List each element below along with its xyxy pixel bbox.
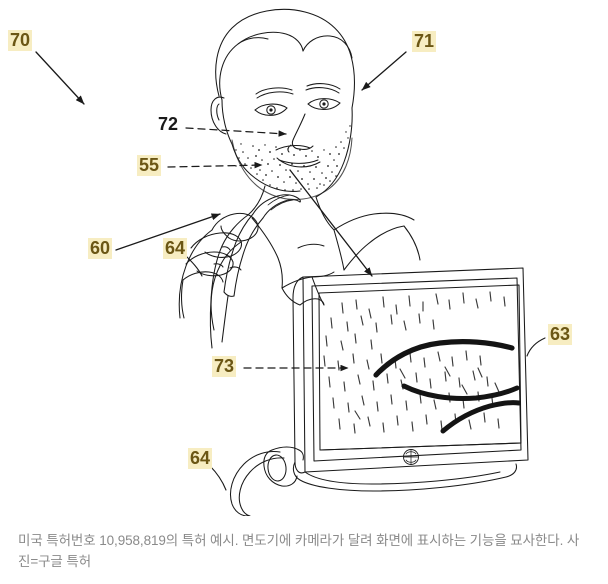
ref-label-73: 73 bbox=[212, 356, 237, 377]
cable-upper bbox=[221, 295, 229, 343]
ref-label-64-upper: 64 bbox=[163, 238, 188, 259]
leader-60 bbox=[115, 213, 221, 251]
leader-64-lower bbox=[209, 465, 227, 491]
hand-and-arm bbox=[178, 212, 259, 331]
razor-device bbox=[223, 194, 301, 297]
neck-and-shirt bbox=[209, 185, 421, 349]
ref-label-71: 71 bbox=[412, 31, 437, 52]
figure-caption: 미국 특허번호 10,958,819의 특허 예시. 면도기에 카메라가 달려 … bbox=[0, 516, 608, 584]
screen-content bbox=[323, 291, 521, 434]
leader-70 bbox=[35, 51, 85, 105]
monitor bbox=[263, 267, 529, 492]
patent-drawing: 70 71 72 55 60 64 63 73 64 bbox=[8, 8, 573, 516]
leader-71 bbox=[361, 51, 407, 91]
leader-55 bbox=[167, 161, 263, 169]
leader-camera-to-monitor bbox=[289, 169, 373, 277]
ref-label-55: 55 bbox=[137, 155, 162, 176]
patent-line-art bbox=[35, 8, 546, 516]
ref-label-70: 70 bbox=[8, 30, 33, 51]
beard-outline bbox=[231, 137, 353, 200]
ref-label-72: 72 bbox=[158, 114, 179, 134]
leader-63 bbox=[526, 337, 546, 357]
leader-72 bbox=[185, 127, 287, 137]
ref-label-63: 63 bbox=[548, 324, 573, 345]
ref-label-64-lower: 64 bbox=[188, 448, 213, 469]
facial-features bbox=[254, 83, 341, 168]
ref-label-60: 60 bbox=[88, 238, 113, 259]
caption-text: 미국 특허번호 10,958,819의 특허 예시. 면도기에 카메라가 달려 … bbox=[18, 533, 580, 569]
beard-stipple bbox=[235, 125, 351, 191]
cable-lower bbox=[229, 451, 285, 516]
head-outline bbox=[210, 8, 356, 198]
leader-64-upper bbox=[185, 255, 203, 277]
